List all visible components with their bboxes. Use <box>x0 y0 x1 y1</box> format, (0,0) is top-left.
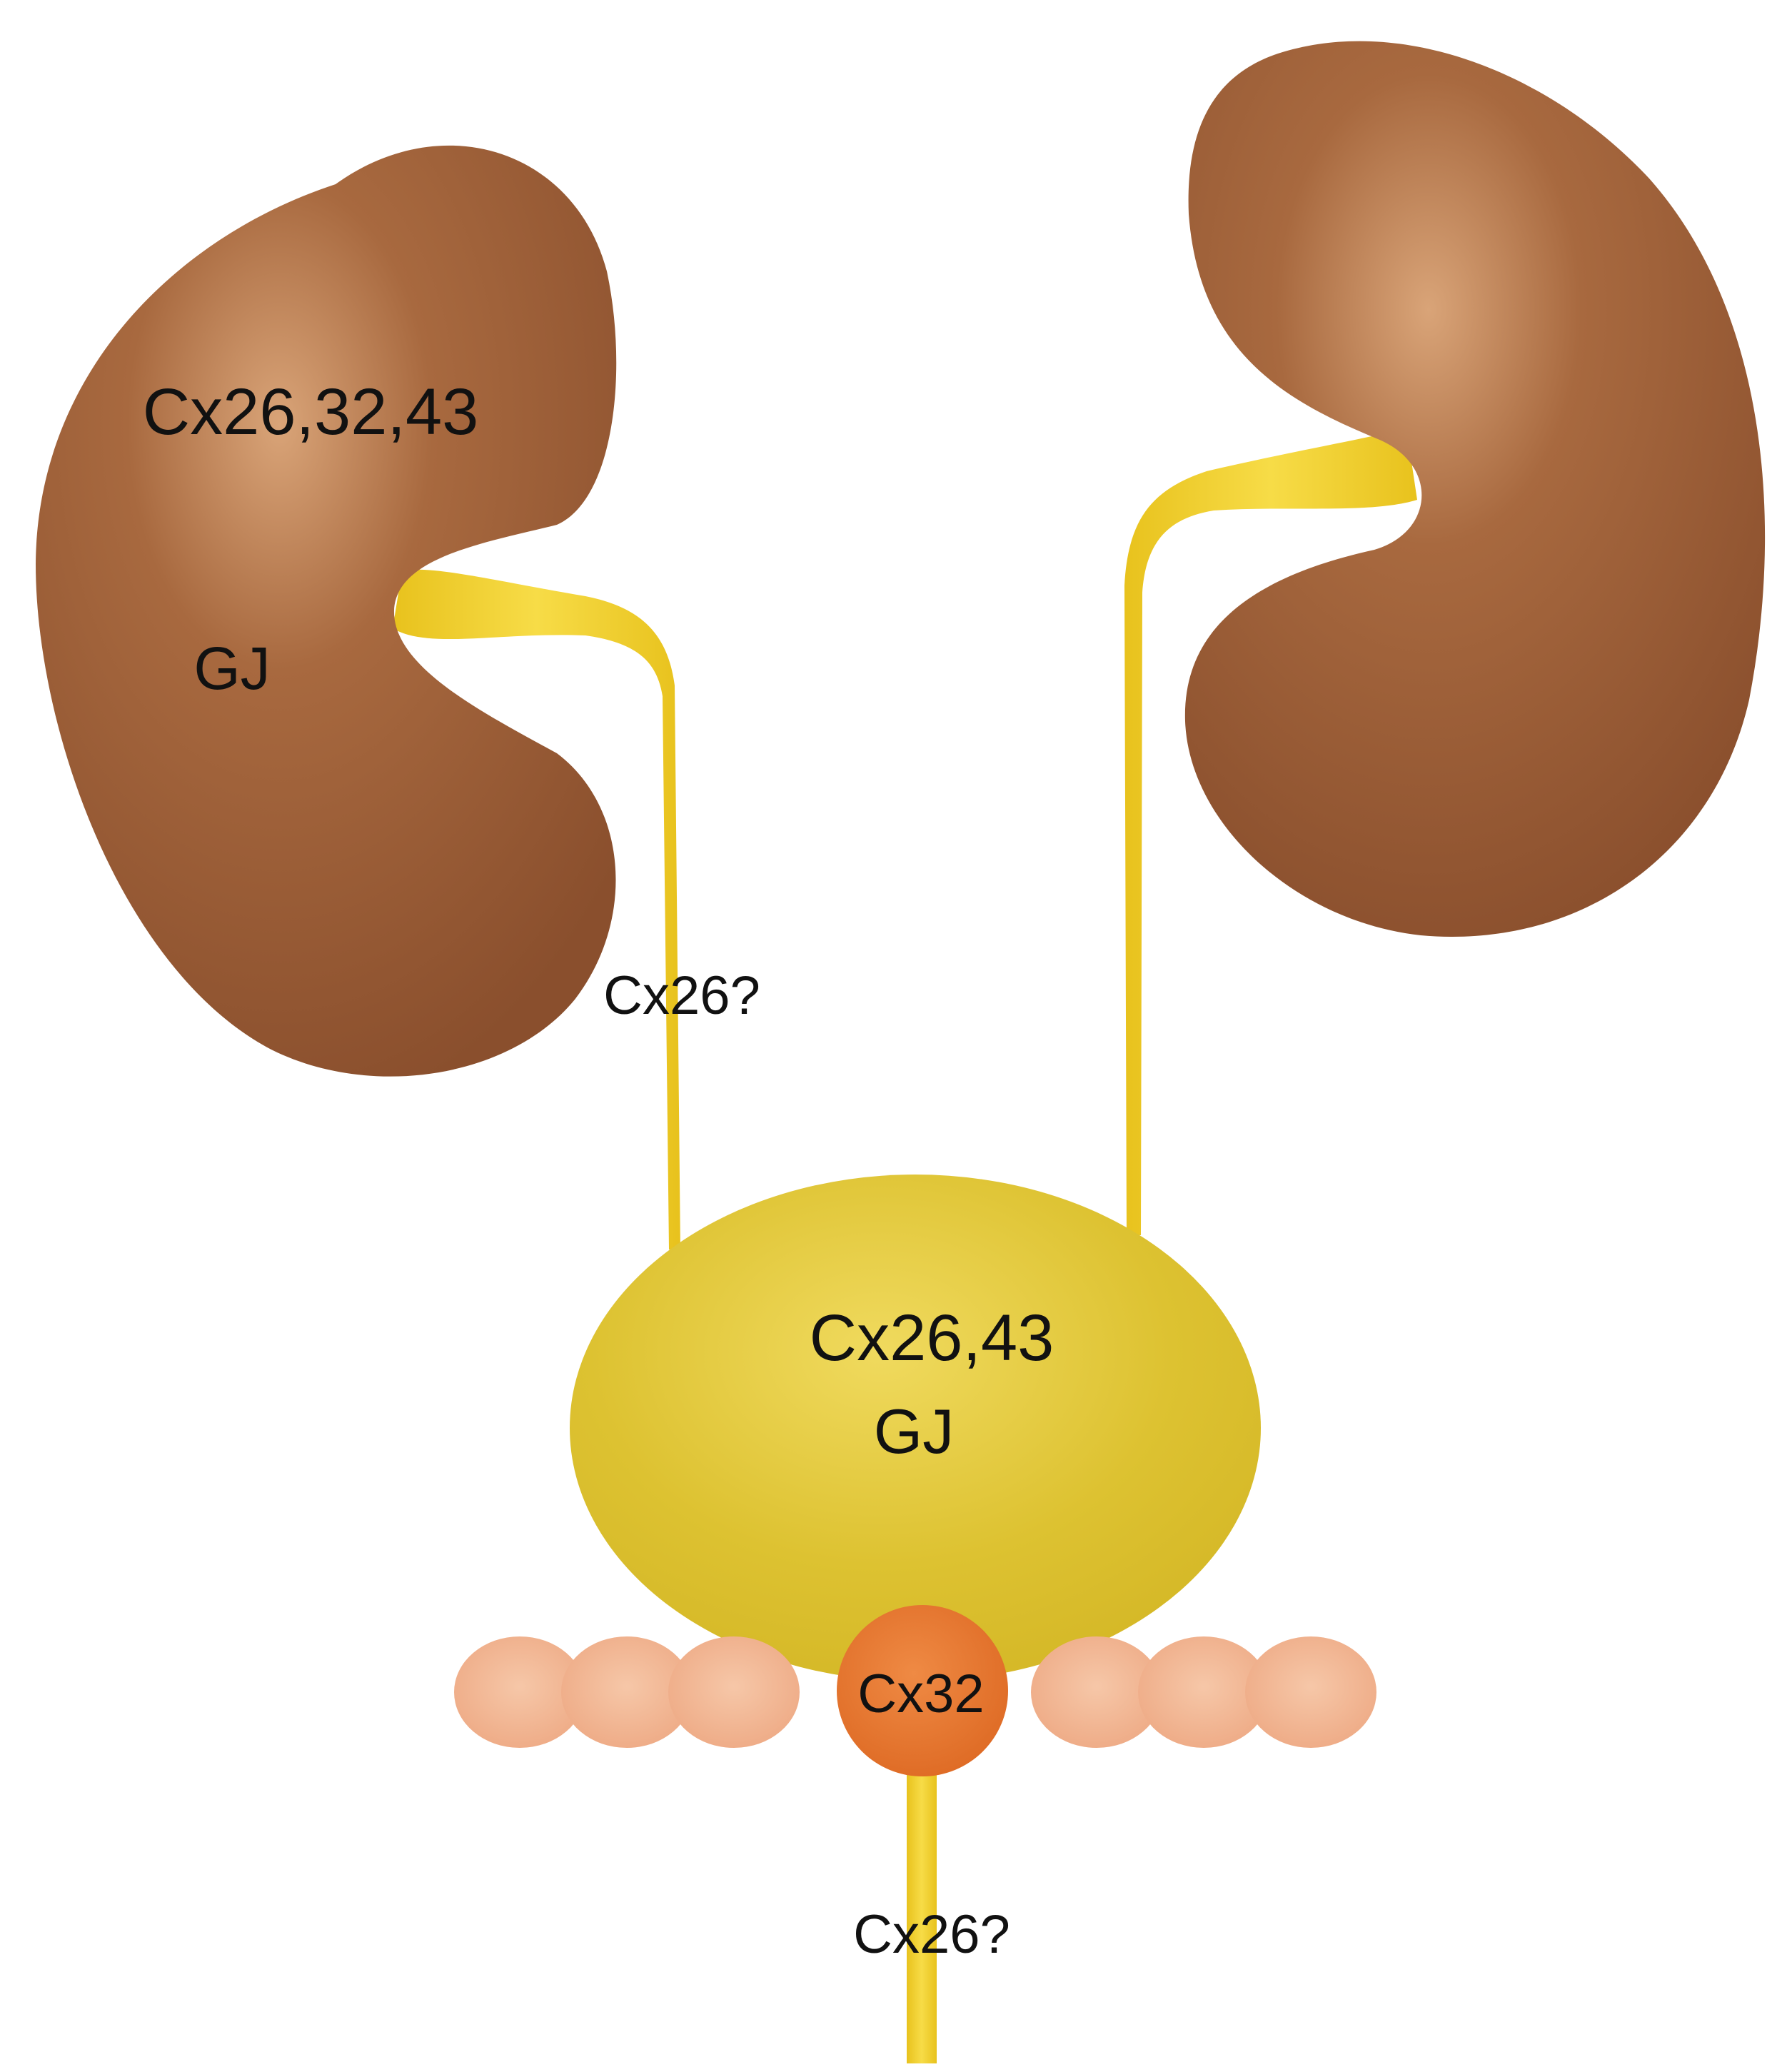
prostate-lobe <box>1138 1636 1269 1748</box>
prostate <box>837 1605 1008 1776</box>
right-ureter <box>1124 428 1417 1235</box>
prostate-lobe <box>561 1636 693 1748</box>
prostate-lobe <box>1031 1636 1162 1748</box>
left-ureter <box>393 569 680 1249</box>
left-kidney <box>36 145 617 1077</box>
kidney-gap-junction-label: GJ <box>193 635 270 702</box>
prostate-connexin-label: Cx32 <box>857 1664 984 1724</box>
prostate-lobe <box>1245 1636 1376 1748</box>
bladder-gap-junction-label: GJ <box>874 1396 954 1467</box>
right-kidney <box>1184 41 1766 937</box>
prostate-lobe <box>668 1636 800 1748</box>
bladder <box>570 1175 1261 1681</box>
ureter-connexin-label: Cx26? <box>603 965 760 1026</box>
kidney-connexins-label: Cx26,32,43 <box>143 376 479 448</box>
urethra <box>907 1764 937 2063</box>
prostate-lobe <box>454 1636 585 1748</box>
urethra-connexin-label: Cx26? <box>853 1904 1010 1965</box>
bladder-connexins-label: Cx26,43 <box>810 1302 1054 1374</box>
